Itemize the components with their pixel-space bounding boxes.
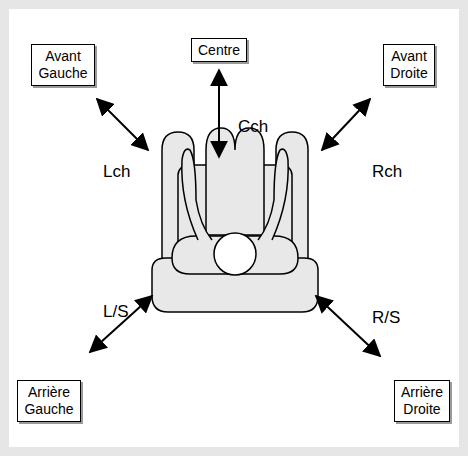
channel-label: R/S — [372, 308, 400, 328]
speaker-box: Avant Droite — [383, 44, 434, 86]
listener — [172, 128, 298, 275]
speaker-box: Arrière Droite — [394, 380, 450, 422]
channel-label: Rch — [372, 162, 402, 182]
speaker-box: Arrière Gauche — [17, 380, 80, 422]
speaker-label: Avant Gauche — [38, 48, 87, 82]
channel-label: Lch — [103, 162, 130, 182]
speaker-box: Centre — [191, 38, 247, 63]
speaker-box: Avant Gauche — [31, 44, 94, 86]
channel-label: Cch — [238, 117, 268, 137]
speaker-label: Centre — [198, 42, 240, 59]
speaker-label: Avant Droite — [390, 48, 427, 82]
direction-arrow — [90, 70, 380, 356]
speaker-label: Arrière Gauche — [24, 384, 73, 418]
speaker-label: Arrière Droite — [401, 384, 443, 418]
channel-label: L/S — [103, 302, 129, 322]
